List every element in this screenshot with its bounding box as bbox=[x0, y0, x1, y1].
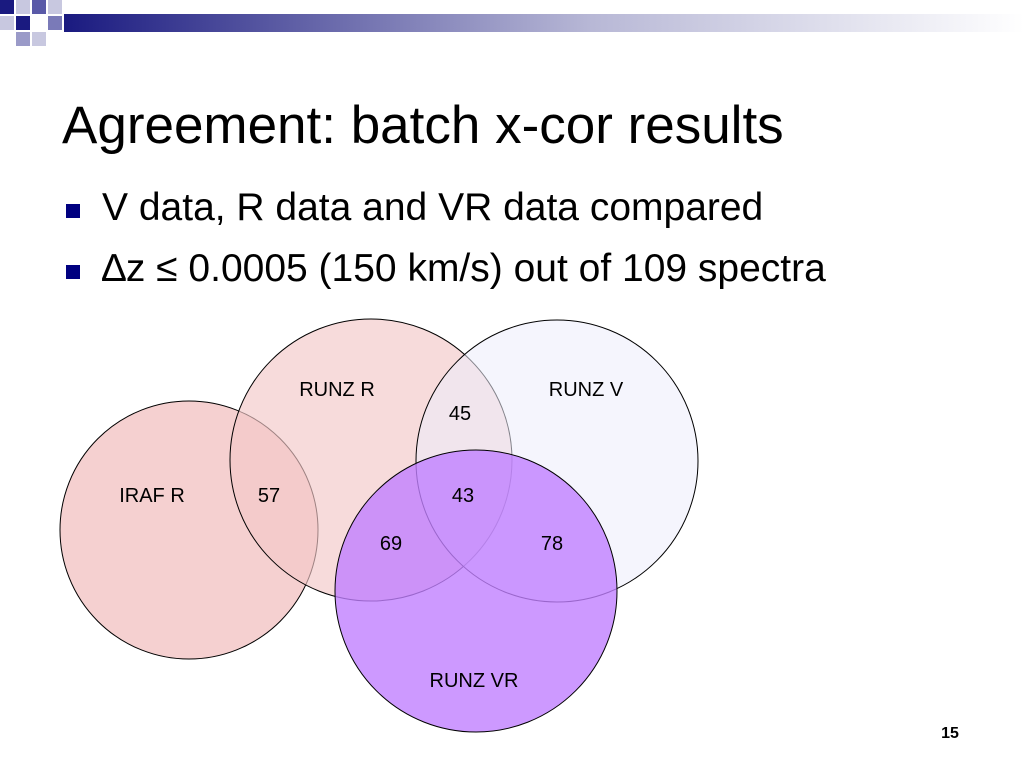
bullet-list: V data, R data and VR data compared ∆z ≤… bbox=[64, 186, 826, 308]
set-label-runz-v: RUNZ V bbox=[549, 379, 624, 401]
bullet-text: ∆z ≤ 0.0005 (150 km/s) out of 109 spectr… bbox=[102, 246, 826, 290]
slide-number: 15 bbox=[941, 725, 959, 742]
bullet-item: V data, R data and VR data compared bbox=[64, 186, 826, 231]
set-label-iraf-r: IRAF R bbox=[119, 485, 185, 507]
bullet-text: V data, R data and VR data compared bbox=[102, 186, 764, 229]
header-gradient-bar bbox=[64, 14, 1024, 32]
header-square-3 bbox=[32, 0, 46, 14]
set-label-runz-r: RUNZ R bbox=[299, 379, 375, 401]
square-bullet-icon bbox=[66, 204, 80, 218]
header-square-4 bbox=[48, 0, 62, 14]
circle-runz-vr bbox=[334, 449, 618, 733]
header-decoration bbox=[0, 0, 1024, 46]
bullet-item: ∆z ≤ 0.0005 (150 km/s) out of 109 spectr… bbox=[64, 247, 826, 292]
count-runz-r-runz-v: 45 bbox=[449, 403, 471, 425]
header-square-1 bbox=[0, 0, 14, 14]
header-square-8 bbox=[32, 32, 46, 46]
count-runz-r-runz-v-runz-vr: 43 bbox=[452, 485, 474, 507]
count-runz-r-runz-vr: 69 bbox=[380, 533, 402, 555]
square-bullet-icon bbox=[66, 264, 80, 279]
count-runz-v-runz-vr: 78 bbox=[541, 533, 563, 555]
header-square-9 bbox=[16, 32, 30, 46]
header-square-5 bbox=[0, 16, 14, 30]
set-label-runz-vr: RUNZ VR bbox=[430, 670, 519, 692]
header-square-2 bbox=[16, 0, 30, 14]
venn-diagram: IRAF R RUNZ R RUNZ V RUNZ VR 57 45 43 69… bbox=[59, 318, 699, 733]
count-iraf-r-runz-r: 57 bbox=[258, 485, 280, 507]
header-square-7 bbox=[48, 16, 62, 30]
slide-title: Agreement: batch x-cor results bbox=[62, 96, 784, 155]
header-square-6 bbox=[16, 16, 30, 30]
